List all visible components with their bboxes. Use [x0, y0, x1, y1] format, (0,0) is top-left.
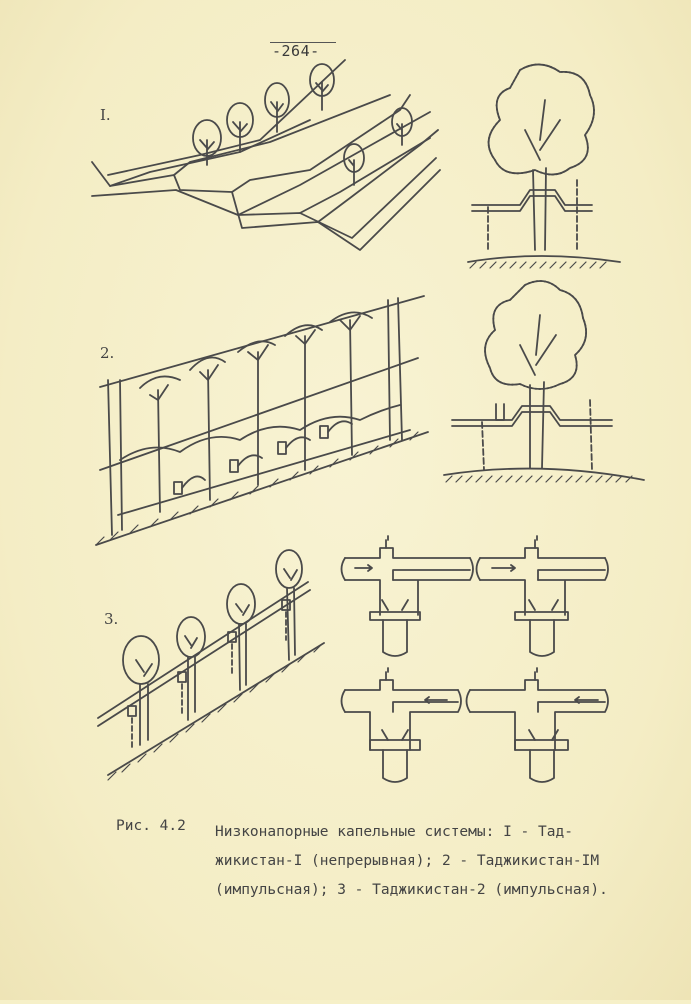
trellis-dripper-3: [277, 436, 311, 455]
figure-caption-label: Рис. 4.2: [116, 818, 186, 834]
valve-tee-3: [340, 667, 462, 783]
panel-3-slope-drawing: [97, 549, 325, 781]
panel-1-label: I.: [100, 106, 111, 124]
furrow-tree-5: [343, 143, 365, 186]
panel-2-label: 2.: [100, 344, 115, 362]
panel-2-tree-section: [443, 280, 645, 483]
page-number: -264-: [272, 42, 320, 60]
trellis-dripper-2: [229, 454, 263, 473]
caption-line-1: Низконапорные капельные системы: I - Тад…: [215, 824, 573, 840]
valve-tee-1: [340, 535, 474, 657]
furrow-tree-2: [226, 102, 254, 153]
slope-tree-2: [176, 616, 206, 721]
furrow-tree-1: [192, 119, 222, 166]
furrow-tree-6: [391, 107, 413, 146]
panel-1-furrow-drawing: [91, 59, 441, 251]
valve-tee-2: [475, 535, 609, 657]
trellis-dripper-4: [319, 420, 353, 439]
figure-caption: Низконапорные капельные системы: I - Тад…: [215, 818, 635, 905]
panel-1-tree-section: [467, 63, 621, 269]
furrow-tree-3: [264, 82, 290, 133]
panel-2-trellis-drawing: [95, 295, 429, 546]
trellis-dripper-1: [173, 475, 206, 495]
caption-line-2: жикистан-I (непрерывная); 2 - Таджикиста…: [215, 853, 600, 869]
page-number-overline: [270, 42, 336, 43]
page-number-value: 264: [281, 42, 311, 60]
valve-tee-4: [465, 667, 609, 783]
caption-line-3: (импульсная); 3 - Таджикистан-2 (импульс…: [215, 882, 608, 898]
slope-tree-1: [122, 635, 160, 751]
slope-tree-4: [275, 549, 303, 661]
furrow-tree-4: [309, 63, 335, 111]
slope-tree-3: [226, 583, 256, 691]
panel-3-label: 3.: [104, 610, 119, 628]
